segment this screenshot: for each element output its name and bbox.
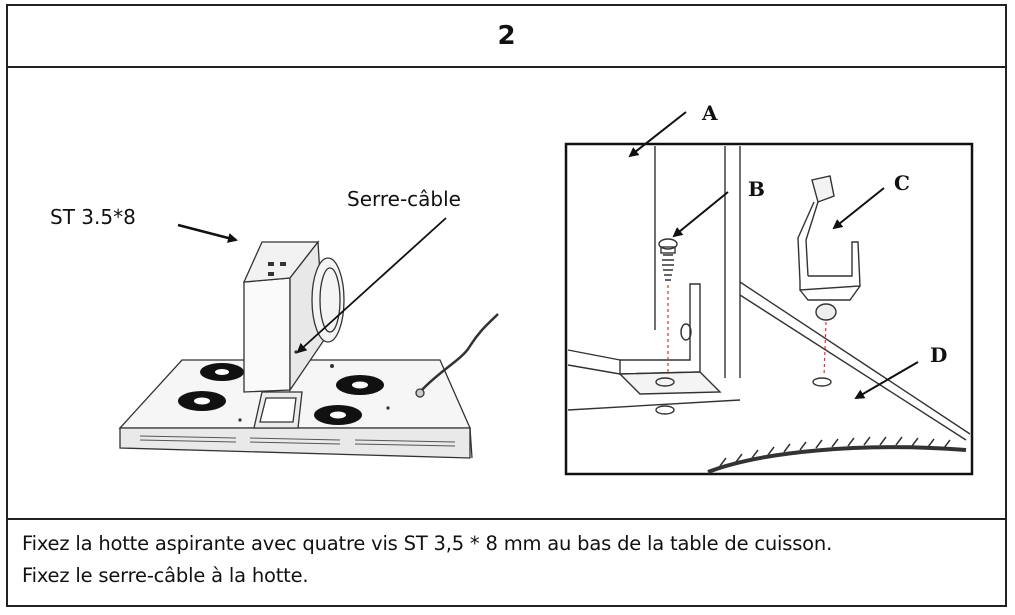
screw-label: ST 3.5*8 (50, 205, 136, 229)
label-b: B (748, 177, 765, 201)
caption: Fixez la hotte aspirante avec quatre vis… (22, 528, 995, 592)
step-number: 2 (497, 21, 516, 51)
hob-illustration (118, 240, 499, 459)
cooking-zone-icon (178, 363, 384, 425)
arrow-c (832, 187, 885, 230)
arrow-a (628, 111, 687, 158)
step-header: 2 (8, 6, 1005, 68)
screw-arrow (177, 223, 238, 243)
figure-area (8, 68, 1005, 520)
detail-illustration (564, 142, 974, 476)
arrow-d (854, 361, 919, 400)
clamp-label: Serre-câble (347, 187, 461, 211)
label-c: C (894, 171, 910, 195)
arrow-b (672, 191, 729, 238)
label-a: A (701, 101, 718, 125)
clamp-arrow (296, 217, 447, 354)
label-d: D (930, 343, 947, 367)
instruction-panel: 2 Fixez la hotte aspirante avec quatre v… (6, 4, 1007, 607)
caption-line-1: Fixez la hotte aspirante avec quatre vis… (22, 532, 833, 555)
caption-line-2: Fixez le serre-câble à la hotte. (22, 564, 309, 587)
